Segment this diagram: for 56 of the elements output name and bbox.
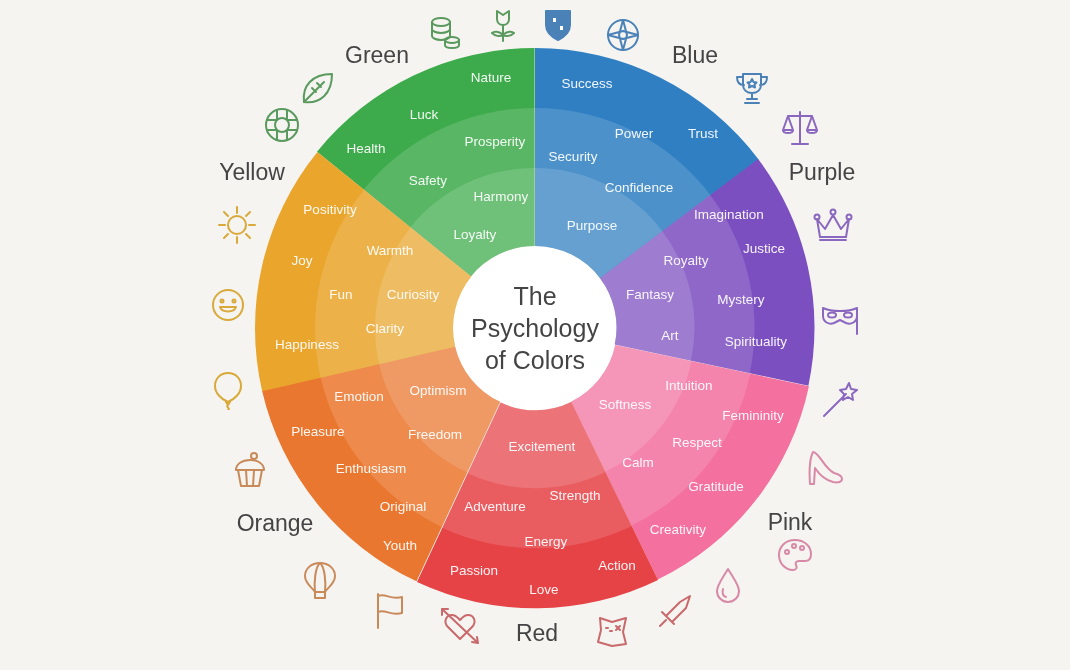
title-text: The Psychology of Colors [470,281,600,376]
keyword-label: Security [548,148,598,164]
keyword-label: Action [598,557,636,573]
keyword-label: Fantasy [625,286,674,302]
keyword-label: Passion [449,562,498,578]
keyword-label: Joy [291,252,313,268]
keyword-label: Purpose [566,217,618,233]
keyword-label: Excitement [508,438,576,454]
keyword-label: Respect [672,434,722,450]
keyword-label: Health [346,140,386,156]
keyword-label: Strength [549,487,601,503]
keyword-label: Justice [742,240,785,256]
color-name: Yellow [219,158,285,186]
keyword-label: Freedom [407,426,462,442]
keyword-label: Loyalty [453,226,497,242]
color-name: Pink [767,508,813,536]
color-name: Green [345,41,409,69]
keyword-label: Optimism [409,382,467,398]
keyword-label: Clarity [365,320,405,336]
color-name: Orange [236,509,314,537]
keyword-label: Nature [470,69,512,85]
keyword-label: Prosperity [464,133,526,149]
keyword-label: Calm [622,454,654,470]
keyword-label: Success [561,75,613,91]
keyword-label: Positivity [303,201,357,217]
keyword-label: Curiosity [386,286,440,302]
keyword-label: Royalty [663,252,709,268]
color-name: Purple [788,158,856,186]
keyword-label: Youth [382,537,417,553]
keyword-label: Original [379,498,427,514]
keyword-label: Creativity [649,521,707,537]
keyword-label: Enthusiasm [335,460,407,476]
keyword-label: Femininity [722,407,784,423]
color-name: Red [515,619,559,647]
keyword-label: Spirituality [724,333,788,349]
keyword-label: Power [614,125,654,141]
keyword-label: Energy [524,533,568,549]
keyword-label: Intuition [665,377,713,393]
keyword-label: Warmth [366,242,414,258]
keyword-label: Emotion [334,388,384,404]
keyword-label: Gratitude [688,478,744,494]
keyword-label: Trust [687,125,719,141]
keyword-label: Luck [409,106,439,122]
keyword-label: Confidence [604,179,674,195]
keyword-label: Mystery [717,291,765,307]
keyword-label: Happiness [275,336,339,352]
keyword-label: Pleasure [291,423,345,439]
keyword-label: Safety [408,172,448,188]
keyword-label: Art [661,327,679,343]
keyword-label: Adventure [464,498,526,514]
keyword-label: Softness [598,396,652,412]
keyword-label: Harmony [473,188,529,204]
keyword-label: Fun [329,286,353,302]
keyword-label: Love [529,581,559,597]
keyword-label: Imagination [694,206,764,222]
color-name: Blue [672,41,718,69]
